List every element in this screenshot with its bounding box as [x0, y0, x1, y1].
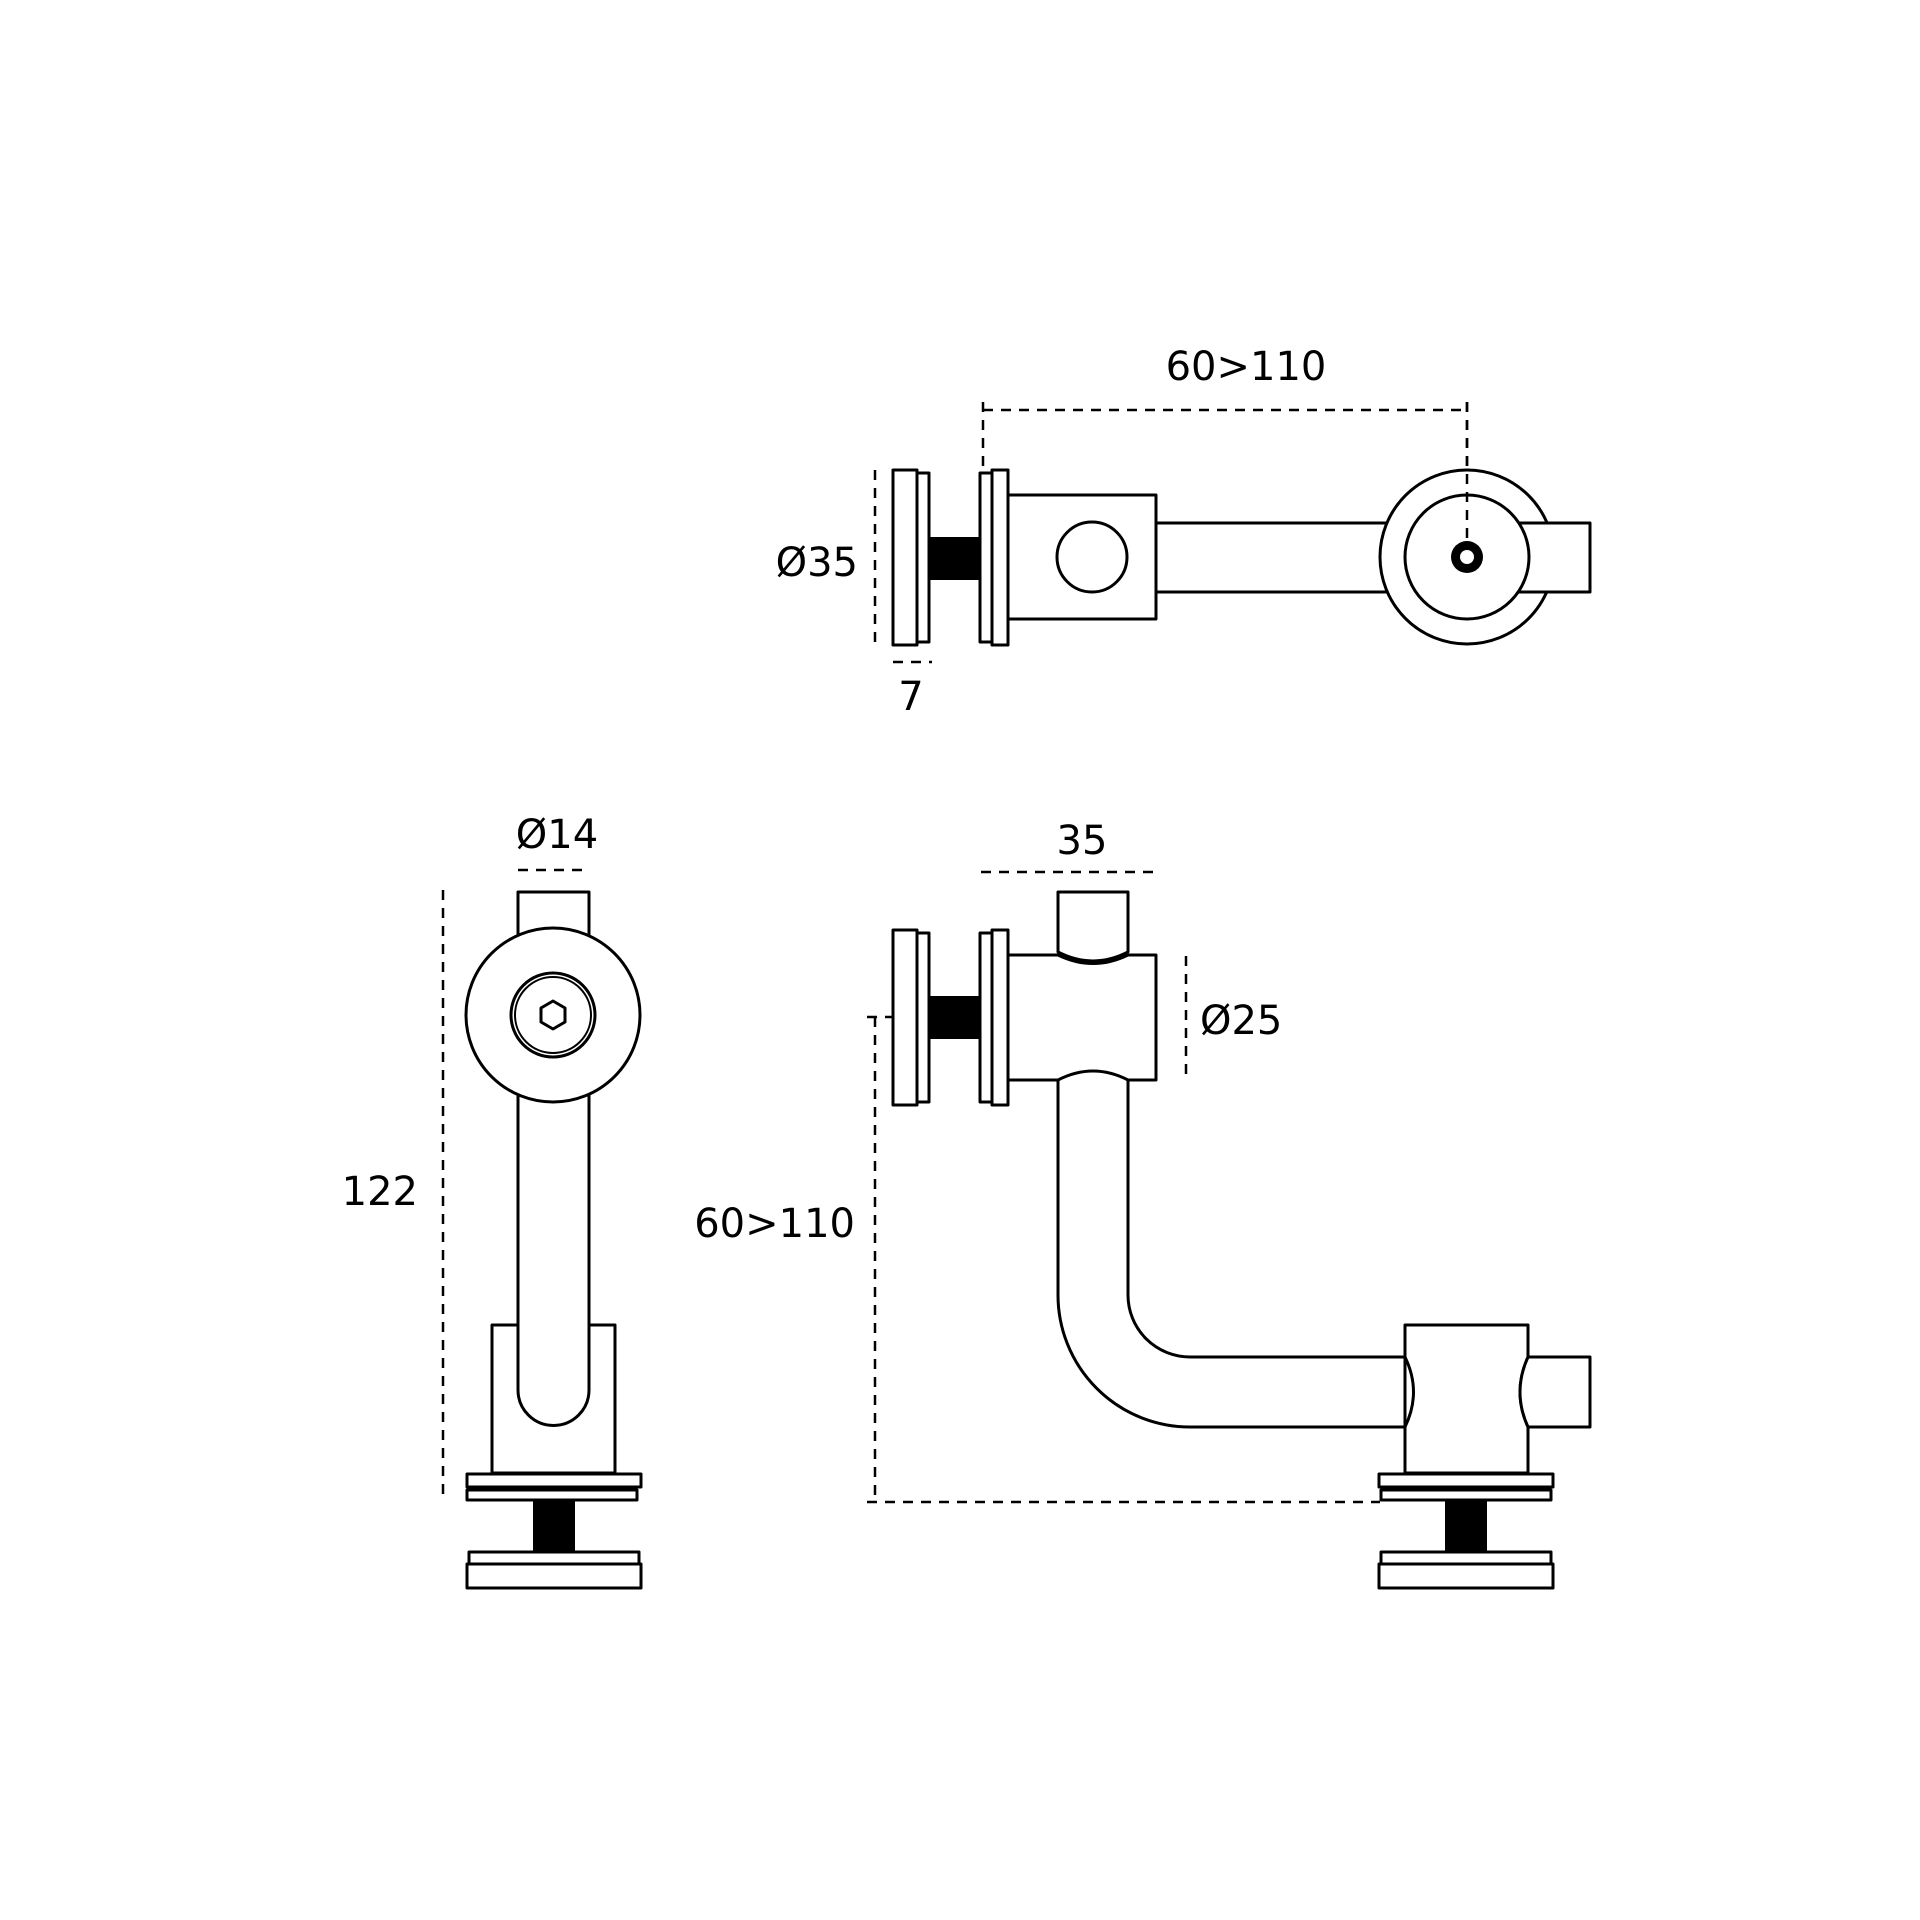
top-disc-diameter-label: Ø35: [776, 540, 858, 586]
front-view: 35 Ø25 60>110: [694, 818, 1592, 1590]
front-foot-disc: [1377, 1562, 1555, 1590]
side-foot-washer: [467, 1550, 641, 1566]
side-foot-disc: [465, 1562, 643, 1590]
front-base-washer-mid: [1379, 1488, 1553, 1502]
top-outer-disc-washer: [915, 471, 931, 644]
side-base-washer-top: [465, 1472, 643, 1489]
front-pivot-block: [1403, 1323, 1530, 1475]
side-pin-diameter-label: Ø14: [516, 812, 598, 858]
top-pivot-screw-inner: [1460, 550, 1474, 564]
top-outer-disc: [891, 468, 919, 647]
side-hex-socket-icon: [539, 999, 567, 1031]
top-clamp-hole: [1055, 520, 1129, 594]
side-base-washer-mid: [465, 1488, 639, 1502]
front-clamp-body: [1006, 953, 1158, 1082]
side-arm: [516, 1078, 591, 1427]
top-view: 60>110 Ø35 7: [776, 344, 1592, 720]
top-inner-disc: [990, 468, 1010, 647]
side-view: Ø14 122: [342, 812, 643, 1590]
front-arm-end: [1518, 1355, 1592, 1429]
top-inner-disc-washer: [978, 471, 994, 644]
top-disc-thickness-label: 7: [898, 674, 923, 720]
front-foot-washer: [1379, 1550, 1553, 1566]
front-outer-disc: [891, 928, 919, 1107]
front-base-washer-top: [1377, 1472, 1555, 1489]
top-span-label: 60>110: [1166, 344, 1327, 390]
front-body-diameter-label: Ø25: [1200, 998, 1282, 1044]
front-body-width-label: 35: [1057, 818, 1108, 864]
front-drop-label: 60>110: [694, 1201, 855, 1247]
front-bent-arm: [1056, 1068, 1407, 1429]
top-threaded-bolt: [929, 537, 980, 580]
side-height-label: 122: [342, 1169, 418, 1215]
front-threaded-bolt-lower: [1445, 1500, 1487, 1552]
front-threaded-bolt: [929, 996, 980, 1039]
front-inner-disc: [990, 928, 1010, 1107]
front-inner-disc-washer: [978, 931, 994, 1104]
front-arm-top-stub: [1056, 890, 1130, 963]
side-threaded-bolt: [533, 1500, 575, 1552]
front-outer-disc-washer: [915, 931, 931, 1104]
